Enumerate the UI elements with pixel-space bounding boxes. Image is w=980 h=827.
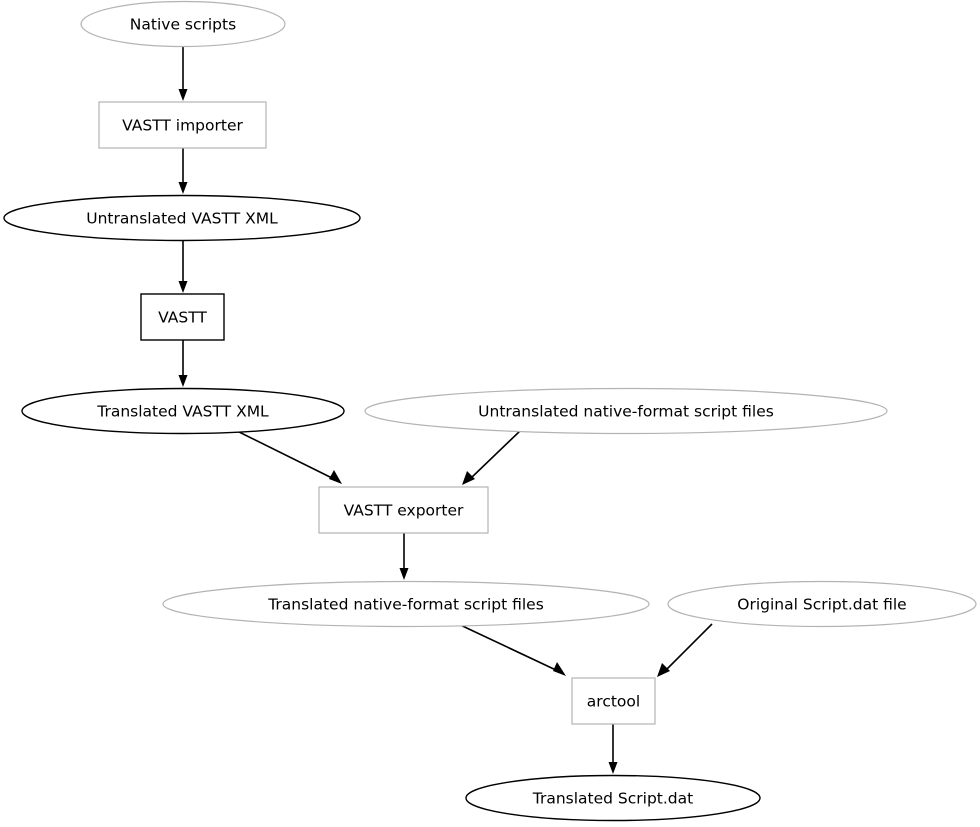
node-untranslated-native-format-script-files[interactable]: Untranslated native-format script files [364, 387, 888, 435]
node-vastt-importer[interactable]: VASTT importer [98, 101, 267, 149]
edge-original-script-dat-to-arctool [657, 623, 713, 677]
ellipse-shape [364, 387, 888, 435]
edge-vastt-exporter-to-translated-native-scripts [399, 533, 409, 580]
edge-vastt-to-translated-vastt-xml [178, 340, 188, 387]
edge-line [230, 427, 335, 480]
node-group: Native scripts VASTT importer Untranslat… [3, 0, 977, 822]
arrowhead-icon [657, 663, 670, 677]
node-original-script-dat-file[interactable]: Original Script.dat file [667, 580, 977, 628]
node-native-scripts[interactable]: Native scripts [80, 0, 286, 48]
arrowhead-icon [329, 470, 342, 484]
box-shape [140, 293, 225, 341]
edge-line [664, 623, 713, 672]
arrowhead-icon [608, 762, 618, 774]
node-vastt-exporter[interactable]: VASTT exporter [318, 486, 489, 534]
box-shape [318, 486, 489, 534]
ellipse-shape [21, 387, 345, 435]
edge-line [453, 621, 559, 672]
box-shape [571, 677, 656, 725]
edge-native-scripts-to-vastt-importer [178, 47, 188, 101]
edge-translated-vastt-xml-to-vastt-exporter [230, 427, 342, 484]
edge-translated-native-scripts-to-arctool [453, 621, 566, 676]
arrowhead-icon [462, 471, 475, 485]
arrowhead-icon [178, 89, 188, 101]
edge-untranslated-native-scripts-to-vastt-exporter [462, 429, 522, 485]
node-untranslated-vastt-xml[interactable]: Untranslated VASTT XML [3, 194, 361, 242]
arrowhead-icon [553, 662, 566, 676]
arrowhead-icon [178, 182, 188, 194]
node-translated-native-format-script-files[interactable]: Translated native-format script files [162, 580, 650, 628]
ellipse-shape [667, 580, 977, 628]
node-translated-script-dat[interactable]: Translated Script.dat [465, 774, 761, 822]
edge-untranslated-vastt-xml-to-vastt [178, 241, 188, 293]
ellipse-shape [465, 774, 761, 822]
edge-arctool-to-translated-script-dat [608, 724, 618, 774]
ellipse-shape [162, 580, 650, 628]
node-vastt[interactable]: VASTT [140, 293, 225, 341]
edge-group [178, 47, 713, 774]
arrowhead-icon [399, 568, 409, 580]
node-translated-vastt-xml[interactable]: Translated VASTT XML [21, 387, 345, 435]
edge-line [469, 429, 522, 480]
edge-vastt-importer-to-untranslated-vastt-xml [178, 148, 188, 194]
arrowhead-icon [178, 375, 188, 387]
node-arctool[interactable]: arctool [571, 677, 656, 725]
box-shape [98, 101, 267, 149]
ellipse-shape [3, 194, 361, 242]
ellipse-shape [80, 0, 286, 48]
arrowhead-icon [178, 281, 188, 293]
